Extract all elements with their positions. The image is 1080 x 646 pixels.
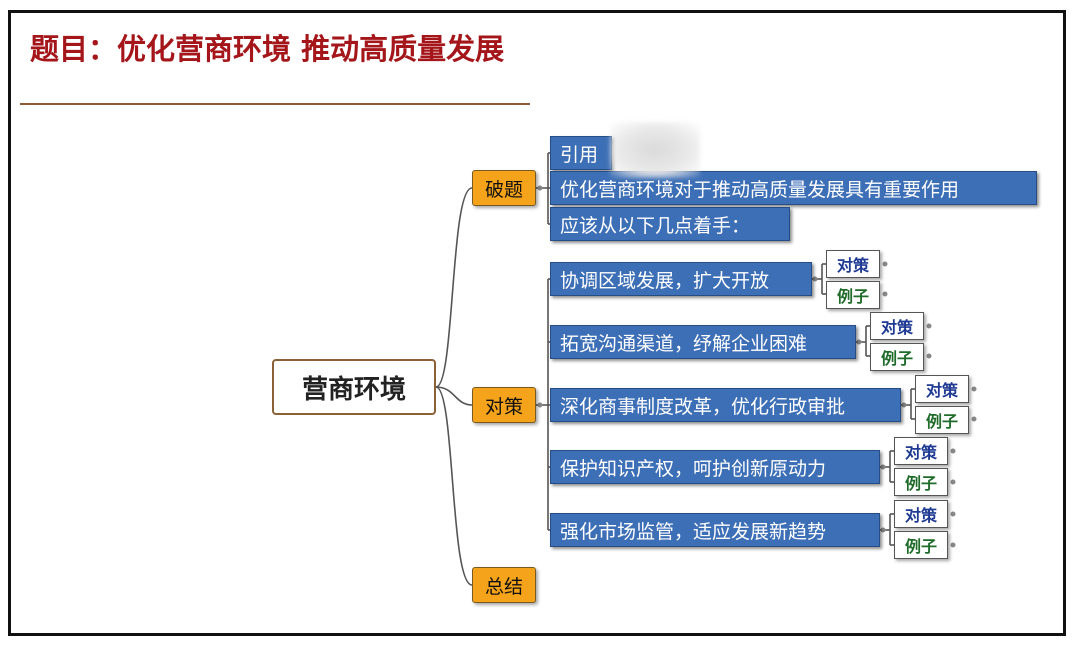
- duice-item-3[interactable]: 深化商事制度改革，优化行政审批: [550, 388, 901, 422]
- duice-item-5-countermeasure[interactable]: 对策: [894, 500, 948, 528]
- branch-duice[interactable]: 对策: [472, 387, 536, 423]
- duice-item-1-countermeasure[interactable]: 对策: [826, 250, 880, 278]
- duice-item-3-example[interactable]: 例子: [915, 406, 969, 434]
- duice-item-5[interactable]: 强化市场监管，适应发展新趋势: [550, 513, 880, 547]
- poti-item-quote[interactable]: 引用: [550, 136, 612, 170]
- duice-item-4-example[interactable]: 例子: [894, 468, 948, 496]
- blurred-region: [610, 122, 700, 178]
- duice-item-2-countermeasure[interactable]: 对策: [870, 312, 924, 340]
- duice-item-1[interactable]: 协调区域发展，扩大开放: [550, 262, 812, 296]
- duice-item-4-countermeasure[interactable]: 对策: [894, 437, 948, 465]
- duice-item-3-countermeasure[interactable]: 对策: [915, 375, 969, 403]
- poti-item-approach[interactable]: 应该从以下几点着手：: [550, 207, 790, 241]
- duice-item-5-example[interactable]: 例子: [894, 531, 948, 559]
- title-divider: [20, 103, 530, 105]
- central-topic[interactable]: 营商环境: [272, 359, 436, 415]
- duice-item-2[interactable]: 拓宽沟通渠道，纾解企业困难: [550, 325, 856, 359]
- connector-central-zongjie: [435, 386, 473, 586]
- duice-item-1-example[interactable]: 例子: [826, 281, 880, 309]
- branch-zongjie[interactable]: 总结: [472, 567, 536, 603]
- page-title: 题目：优化营商环境 推动高质量发展: [30, 32, 505, 66]
- branch-poti[interactable]: 破题: [472, 170, 536, 206]
- connector-central-duice: [435, 386, 473, 406]
- connector-central-poti: [435, 187, 473, 388]
- duice-item-4[interactable]: 保护知识产权，呵护创新原动力: [550, 450, 880, 484]
- duice-item-2-example[interactable]: 例子: [870, 343, 924, 371]
